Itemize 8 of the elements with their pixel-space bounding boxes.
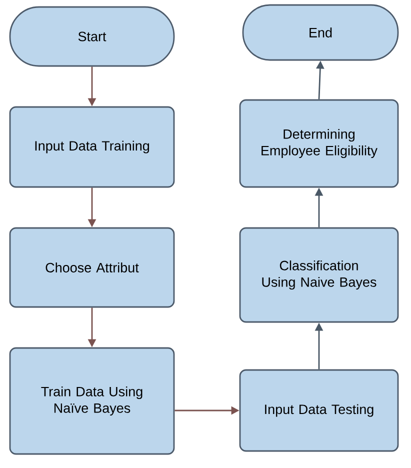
process-box: Train Data Using Naïve Bayes <box>9 347 175 455</box>
process-box: Input Data Training <box>9 106 175 188</box>
process-box: Determining Employee Eligibility <box>239 99 399 188</box>
process-box: Choose Attribut <box>9 227 175 308</box>
terminal-box: End <box>242 4 399 61</box>
terminal-box: Start <box>9 6 175 67</box>
process-box: Classification Using Naive Bayes <box>239 227 399 323</box>
process-box: Input Data Testing <box>239 369 399 452</box>
